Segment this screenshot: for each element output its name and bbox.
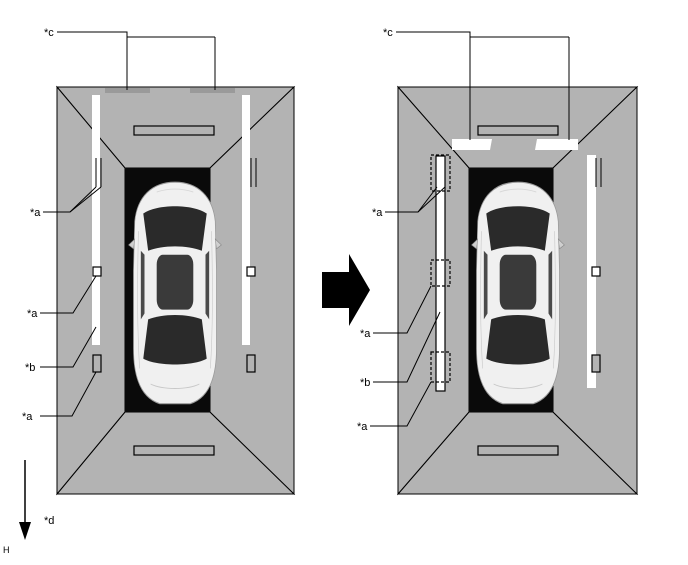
marker-line-right: [242, 95, 250, 345]
callout-a-left-1: *a: [30, 207, 41, 219]
highlight-square: [430, 259, 451, 287]
down-arrow-icon: [19, 460, 31, 540]
square-mark-right: [246, 266, 256, 277]
top-mark-right: [535, 139, 578, 150]
highlight-rect: [430, 351, 451, 383]
rect-mark-left: [92, 354, 102, 373]
marker-line-left: [92, 95, 100, 345]
top-mark-left: [452, 139, 492, 150]
left-diagram: [40, 31, 296, 496]
rect-mark-right: [591, 354, 601, 373]
target-board-bottom: [477, 445, 559, 456]
callout-b-right: *b: [360, 377, 370, 389]
callout-a-right-3: *a: [357, 421, 368, 433]
top-mark-left: [105, 88, 150, 93]
callout-c-right: *c: [383, 27, 393, 39]
callout-d: *d: [44, 515, 54, 527]
footer-code: H: [3, 545, 10, 555]
target-board-bottom: [133, 445, 215, 456]
callout-a-right-2: *a: [360, 328, 371, 340]
callout-a-right-1: *a: [372, 207, 383, 219]
right-diagram: [370, 31, 639, 496]
square-mark-left: [92, 266, 102, 277]
leader-lines-left: [40, 31, 216, 417]
top-mark-right: [190, 88, 235, 93]
car-top-view-icon: [128, 181, 222, 405]
callout-a-left-2: *a: [27, 308, 38, 320]
highlight-ticks: [430, 154, 451, 192]
target-board-top: [133, 125, 215, 136]
right-arrow-icon: [322, 254, 370, 326]
rect-mark-right: [246, 354, 256, 373]
target-board-top: [477, 125, 559, 136]
callout-a-left-3: *a: [22, 411, 33, 423]
car-top-view-icon: [471, 181, 565, 405]
square-mark-right: [591, 266, 601, 277]
callout-b-left: *b: [25, 362, 35, 374]
leader-lines-right: [370, 31, 570, 427]
marker-line-left: [435, 155, 446, 392]
callout-c-left: *c: [44, 27, 54, 39]
